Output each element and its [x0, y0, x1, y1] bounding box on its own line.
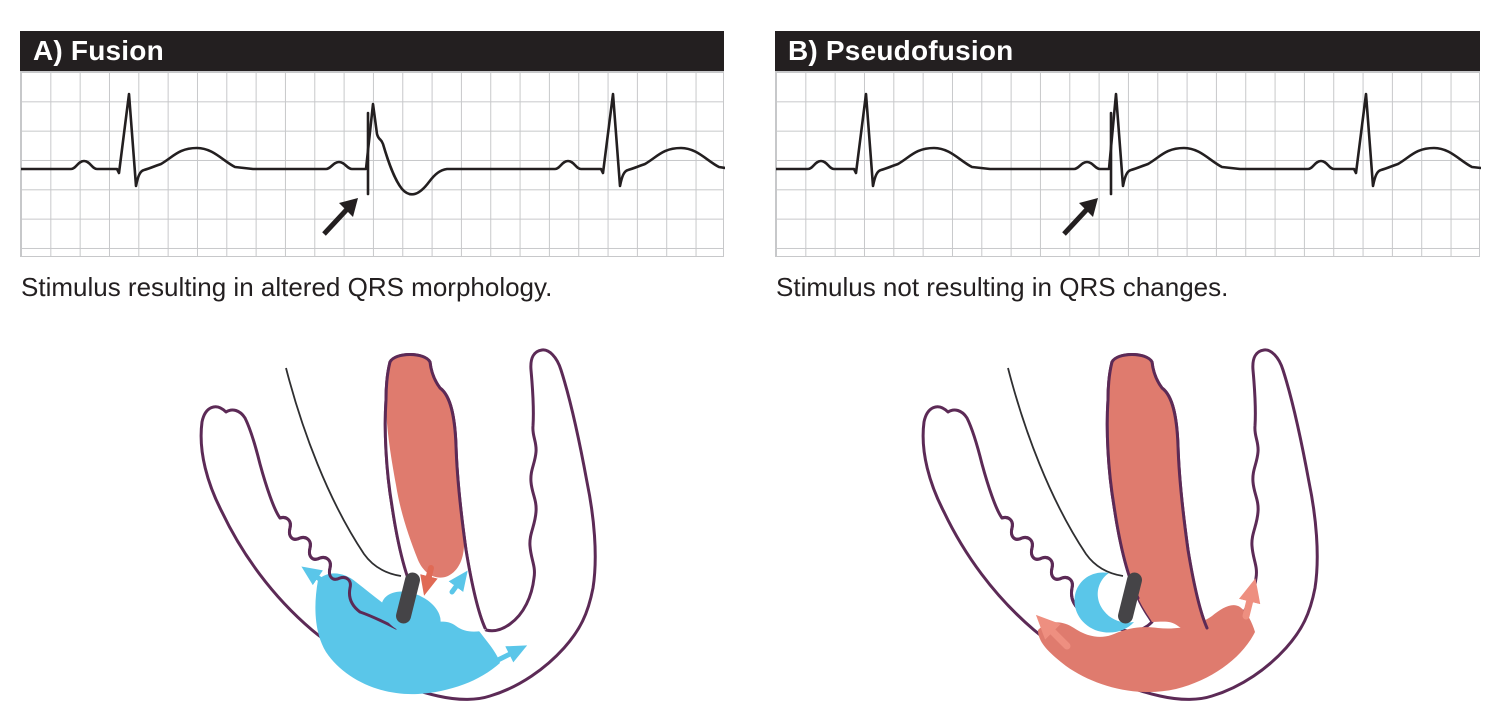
trabeculae-squiggle-b: [1000, 516, 1120, 630]
panel-b-ecg-svg: [776, 92, 1481, 236]
paced-spread-arrow-right-a: [495, 645, 528, 663]
stimulus-pointer-arrowhead-b: [1079, 198, 1098, 217]
pacing-lead-wire-a: [285, 367, 402, 577]
panel-b-title: B) Pseudofusion: [788, 35, 1014, 66]
septum-left-outline-a: [383, 360, 418, 600]
septum-top-outline-b: [1110, 353, 1154, 364]
paced-pocket-crescent-b: [1074, 572, 1134, 633]
intrinsic-inferior-spread-b: [1038, 605, 1255, 693]
panel-a-ecg-strip: [20, 71, 725, 257]
panel-a-header: A) Fusion: [20, 31, 724, 71]
pacing-electrode-b: [1118, 572, 1142, 624]
panel-b-heart-diagram: [921, 348, 1319, 701]
panel-b-caption: Stimulus not resulting in QRS changes.: [776, 272, 1229, 302]
ecg-trace-b: [776, 92, 1481, 188]
septum-right-outline-a: [428, 360, 487, 630]
pacing-electrode-a: [396, 572, 420, 624]
panel-a-caption: Stimulus resulting in altered QRS morpho…: [21, 272, 553, 302]
panel-a-heart-diagram: [199, 348, 597, 701]
panel-b-header: B) Pseudofusion: [775, 31, 1480, 71]
intrinsic-septum-region-b: [1107, 354, 1208, 632]
paced-spread-arrow-up-a: [448, 570, 468, 595]
septum-top-outline-a: [388, 353, 432, 364]
intrinsic-spread-arrow-a: [420, 565, 438, 596]
pacing-lead-wire-b: [1007, 367, 1124, 577]
septum-right-outline-b: [1150, 360, 1209, 630]
ecg-trace-a: [21, 92, 725, 196]
intrinsic-activation-region-a: [386, 354, 465, 578]
stimulus-pointer-arrowhead-a: [339, 198, 358, 217]
panel-a-title: A) Fusion: [33, 35, 164, 66]
panel-b-ecg-strip: [775, 71, 1481, 257]
intrinsic-spread-arrow-left-b: [1035, 614, 1071, 650]
intrinsic-spread-arrow-right-b: [1238, 578, 1261, 620]
panel-a-ecg-svg: [21, 92, 725, 236]
trabeculae-squiggle-a: [278, 516, 398, 630]
septum-left-outline-b: [1105, 360, 1140, 600]
paced-spread-arrow-left-a: [301, 566, 333, 589]
